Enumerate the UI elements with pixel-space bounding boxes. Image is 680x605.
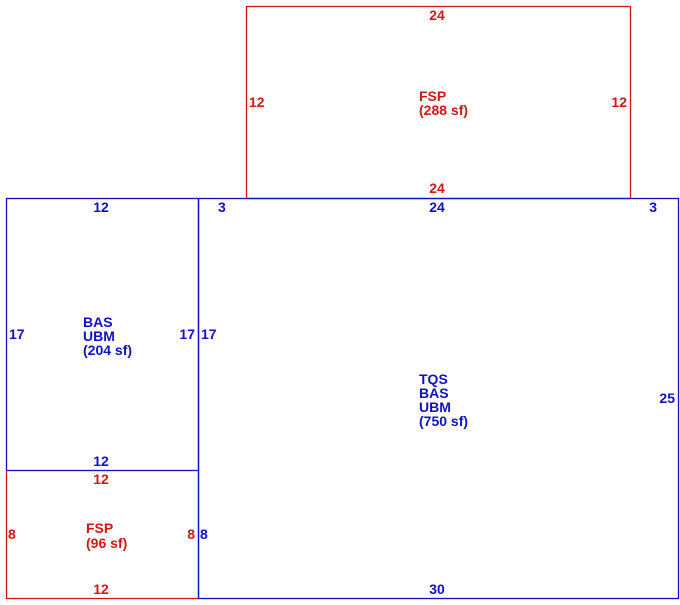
area-tqs-main: 3 24 3 25 30 17 8 TQS BAS UBM (750 sf) — [197, 197, 680, 600]
tqs-main-label-code3: UBM — [419, 399, 451, 415]
fsp-bottom-label-area: (96 sf) — [86, 535, 127, 551]
tqs-main-label-code2: BAS — [419, 385, 449, 401]
bas-left-dim-left: 17 — [9, 326, 25, 342]
bas-left-dim-bottom: 12 — [93, 453, 109, 469]
bas-left-label-area: (204 sf) — [83, 342, 132, 358]
area-bas-left: 12 12 17 17 BAS UBM (204 sf) — [5, 197, 200, 472]
tqs-main-dim-right: 25 — [659, 390, 675, 406]
tqs-main-label-area: (750 sf) — [419, 413, 468, 429]
fsp-top-label-code: FSP — [419, 88, 446, 104]
bas-left-label-code2: UBM — [83, 328, 115, 344]
fsp-bottom-label-code: FSP — [86, 520, 113, 536]
tqs-main-dim-top-left: 3 — [218, 199, 226, 215]
tqs-main-dim-left-upper: 17 — [201, 326, 217, 342]
tqs-main-dim-top-right: 3 — [649, 199, 657, 215]
area-fsp-top: 24 24 12 12 FSP (288 sf) — [245, 5, 632, 200]
fsp-bottom-dim-top: 12 — [93, 471, 109, 487]
tqs-main-outline — [197, 197, 680, 600]
fsp-top-label-area: (288 sf) — [419, 102, 468, 118]
fsp-bottom-dim-bottom: 12 — [93, 581, 109, 597]
fsp-bottom-dim-left: 8 — [8, 526, 16, 542]
fsp-bottom-dim-right: 8 — [187, 526, 195, 542]
tqs-main-dim-top-center: 24 — [429, 199, 445, 215]
bas-left-dim-right: 17 — [179, 326, 195, 342]
tqs-main-dim-bottom: 30 — [429, 581, 445, 597]
fsp-top-dim-right: 12 — [611, 94, 627, 110]
fsp-top-dim-bottom: 24 — [429, 180, 445, 196]
tqs-main-dim-left-lower: 8 — [200, 526, 208, 542]
tqs-main-label-code1: TQS — [419, 371, 448, 387]
area-fsp-bottom: 12 12 8 8 FSP (96 sf) — [5, 470, 200, 600]
fsp-top-dim-top: 24 — [429, 7, 445, 23]
bas-left-label-code1: BAS — [83, 314, 113, 330]
bas-left-dim-top: 12 — [93, 199, 109, 215]
fsp-top-dim-left: 12 — [249, 94, 265, 110]
